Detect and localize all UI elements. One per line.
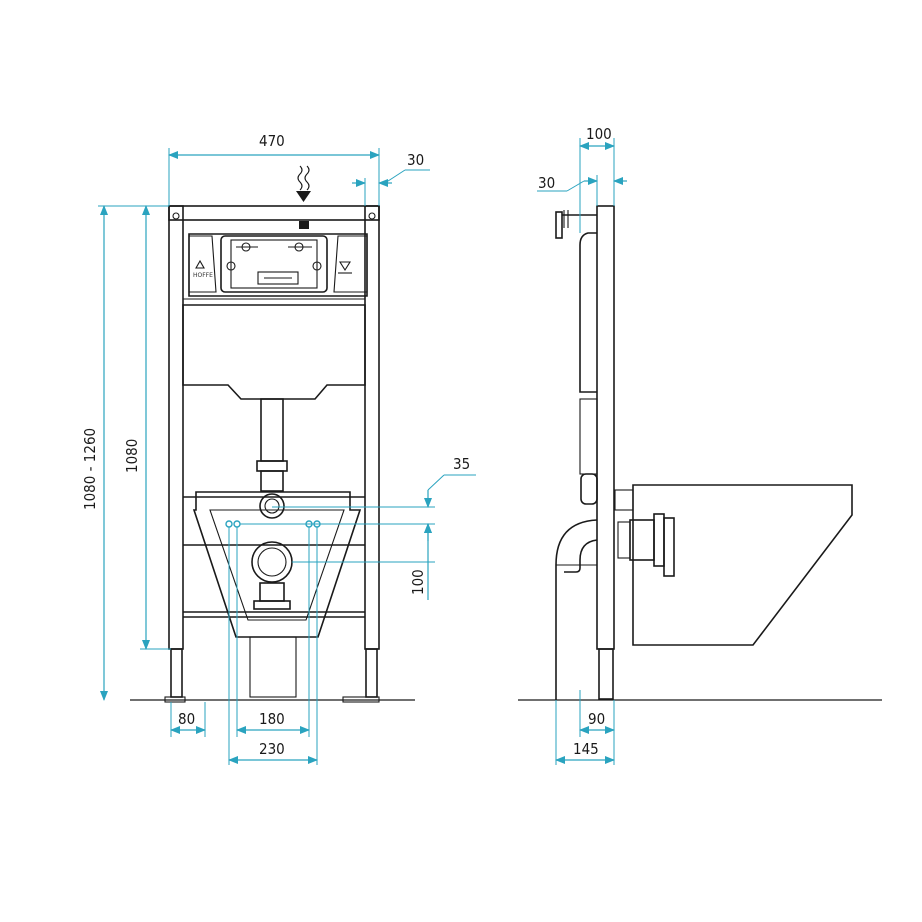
cistern: HOFFE: [182, 233, 368, 400]
dim-offset-30: 30: [352, 151, 430, 206]
height-label: 1080: [123, 439, 141, 473]
drain-bracket: [192, 491, 362, 698]
side-cistern: [579, 232, 598, 505]
dim-drain-145: 145: [555, 700, 615, 765]
foot-depth-label: 90: [588, 710, 605, 728]
flush-pipe: [256, 398, 288, 519]
dim-height-range: 1080 - 1260: [81, 205, 169, 701]
dim-foot-80: 80: [170, 702, 206, 737]
dim-stud-180: 180: [236, 527, 310, 737]
side-frame: [555, 205, 615, 700]
width-label: 470: [259, 132, 285, 150]
side-offset-label: 30: [538, 174, 555, 192]
dim-side-30: 30: [537, 174, 627, 206]
brand-logo-icon: [338, 261, 352, 274]
stud-spacing-label: 180: [259, 710, 285, 728]
dim-height-1080: 1080: [123, 205, 171, 650]
drain-depth-label: 145: [573, 740, 599, 758]
front-view: HOFFE: [81, 132, 476, 765]
recycle-icon: HOFFE: [193, 259, 213, 279]
dim-depth-100: 100: [579, 125, 615, 233]
front-offset-label: 30: [407, 151, 424, 169]
logo-text: HOFFE: [193, 272, 213, 279]
toilet-bowl: [632, 484, 853, 646]
dim-outer-230: 230: [228, 527, 318, 765]
frame: [164, 205, 380, 703]
depth-label: 100: [586, 125, 612, 143]
side-view: 100 30 90 145: [518, 125, 882, 765]
outlet-offset-label: 35: [453, 455, 470, 473]
outer-spacing-label: 230: [259, 740, 285, 758]
drain-offset-label: 100: [409, 569, 427, 595]
dim-outlet-offsets: 35 100: [240, 455, 476, 600]
dim-width-470: 470: [168, 132, 380, 206]
foot-label: 80: [178, 710, 195, 728]
dim-foot-90: 90: [579, 690, 615, 737]
water-inlet-icon: [296, 165, 311, 229]
side-drain-pipe: [555, 489, 675, 700]
height-range-label: 1080 - 1260: [81, 428, 99, 510]
